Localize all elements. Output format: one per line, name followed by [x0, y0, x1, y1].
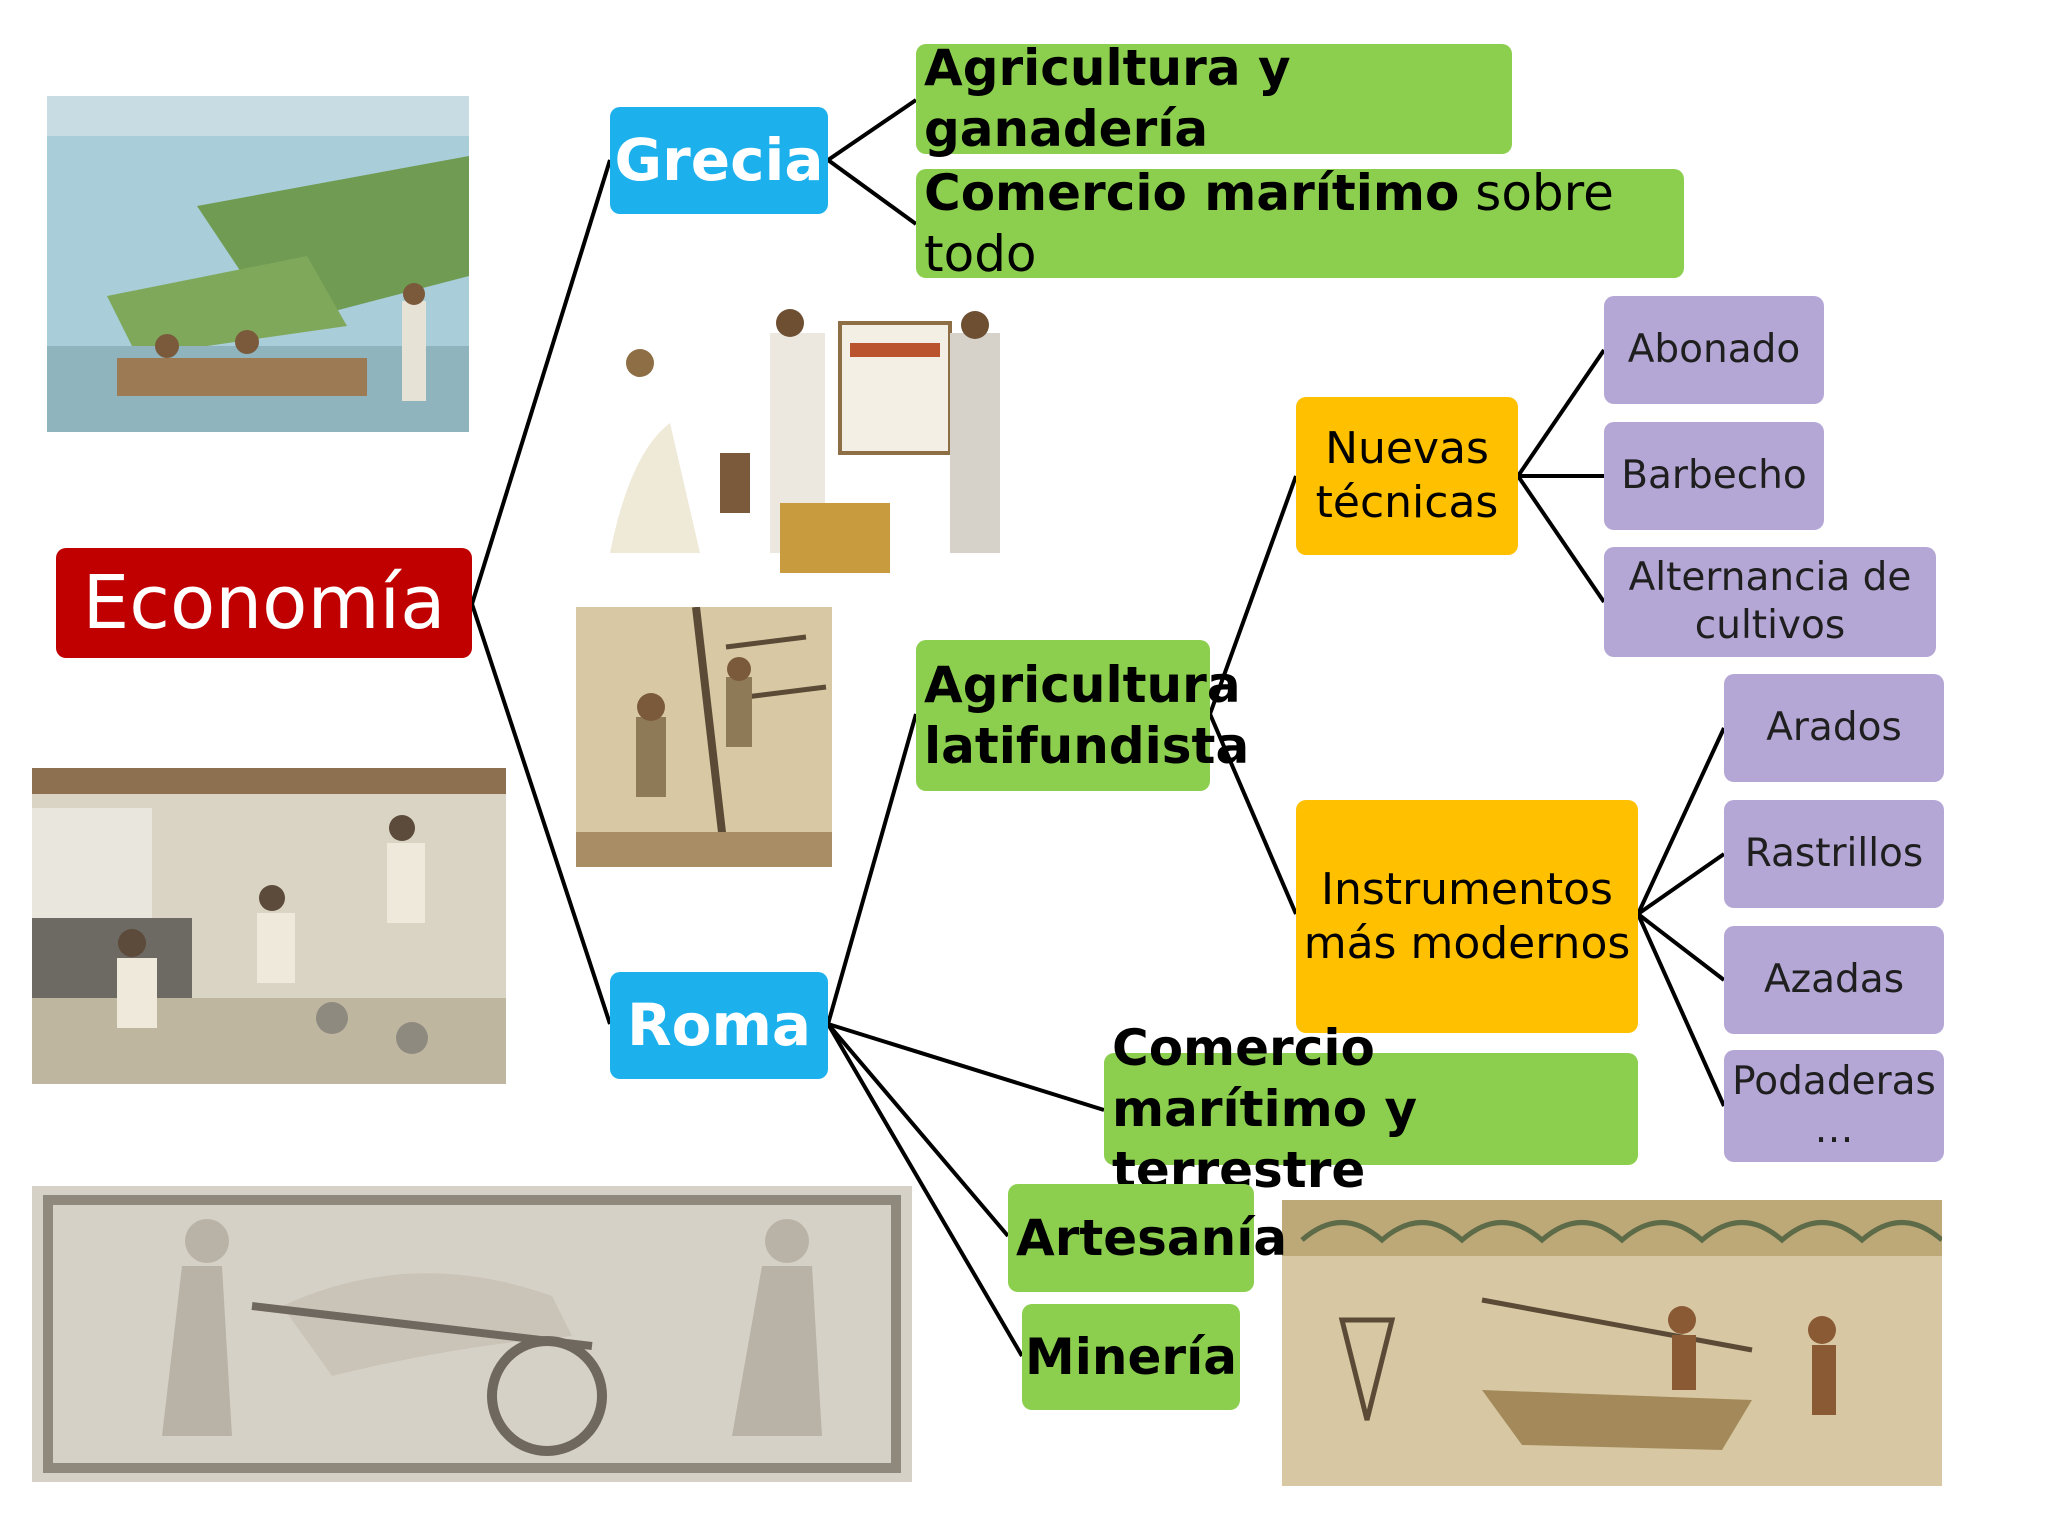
mineria-label: Minería [1025, 1327, 1237, 1386]
connector-grecia-comercio [826, 158, 918, 226]
olive-harvest-mosaic-art [576, 607, 832, 867]
connector-instrumentos-azadas [1636, 912, 1726, 982]
olive-harvest-mosaic-image [576, 607, 832, 867]
connector-instrumentos-rastrillos [1636, 852, 1726, 916]
nuevas-tecnicas-line2: técnicas [1315, 477, 1499, 528]
mineria-box: Minería [1022, 1304, 1240, 1410]
barbecho-box: Barbecho [1604, 422, 1824, 530]
agricultura-latifundista-line1: Agricultura [924, 655, 1241, 714]
connector-roma-agricultura [826, 713, 918, 1025]
artesania-label: Artesanía [1016, 1208, 1288, 1267]
alternancia-line1: Alternancia de [1628, 555, 1912, 601]
connector-instrumentos-arados [1636, 727, 1726, 915]
abonado-label: Abonado [1627, 327, 1801, 373]
chinampas-painting-image [47, 96, 469, 432]
connector-agricultura-instrumentos [1208, 713, 1298, 915]
agricultura-latifundista-box: Agricultura latifundista [916, 640, 1249, 791]
nuevas-tecnicas-box: Nuevas técnicas [1296, 397, 1518, 555]
grecia-comercio-text: Comercio marítimo [924, 163, 1460, 222]
azadas-box: Azadas [1724, 926, 1944, 1034]
connector-economia-grecia [470, 159, 612, 605]
instrumentos-line1: Instrumentos [1321, 863, 1613, 915]
grecia-agricultura-text: Agricultura y ganadería [924, 39, 1291, 158]
grecia-agricultura-label: Agricultura y ganadería [924, 38, 1512, 160]
agricultura-latifundista-line2: latifundista [924, 716, 1250, 775]
workers-village-painting-image [32, 768, 506, 1084]
grecia-box: Grecia [610, 107, 828, 214]
ship-mosaic-art [1282, 1200, 1942, 1486]
economia-label: Economía [82, 559, 446, 646]
nuevas-tecnicas-label: Nuevas técnicas [1316, 422, 1499, 529]
alternancia-box: Alternancia de cultivos [1604, 547, 1936, 657]
connector-tecnicas-alternancia [1516, 474, 1606, 604]
comercio-maritimo-terrestre-box: Comercio marítimo y terrestre [1104, 1019, 1638, 1199]
podaderas-line2: … [1814, 1107, 1854, 1152]
grecia-agricultura-box: Agricultura y ganadería [916, 39, 1512, 158]
connector-instrumentos-podaderas [1636, 913, 1726, 1107]
connector-grecia-agricultura [826, 98, 918, 162]
podaderas-label: Podaderas … [1732, 1058, 1936, 1153]
alternancia-line2: cultivos [1694, 603, 1846, 648]
azadas-label: Azadas [1763, 957, 1905, 1003]
connector-economia-roma [470, 603, 612, 1025]
rastrillos-label: Rastrillos [1744, 831, 1924, 877]
economia-root-box: Economía [56, 548, 472, 658]
grecia-comercio-rest: sobre todo [924, 163, 1614, 283]
plough-relief-image [32, 1186, 912, 1482]
ship-mosaic-image [1282, 1200, 1942, 1486]
connector-roma-artesania [826, 1022, 1010, 1238]
podaderas-box: Podaderas … [1724, 1050, 1944, 1162]
comercio-maritimo-terrestre-line1: Comercio marítimo y [1112, 1018, 1418, 1138]
plough-relief-art [32, 1186, 912, 1482]
connector-tecnicas-abonado [1516, 348, 1606, 478]
instrumentos-label: Instrumentos más modernos [1304, 863, 1631, 970]
workers-village-painting-art [32, 768, 506, 1084]
instrumentos-line2: más modernos [1303, 917, 1631, 969]
chinampas-painting-art [47, 96, 469, 432]
grecia-comercio-box: Comercio marítimo sobre todo [916, 164, 1684, 283]
comercio-maritimo-terrestre-label: Comercio marítimo y terrestre [1112, 1018, 1638, 1201]
connector-agricultura-tecnicas [1208, 475, 1298, 715]
connector-roma-mineria [826, 1022, 1024, 1358]
connector-roma-comercio [827, 1022, 1105, 1112]
grecia-comercio-label: Comercio marítimo sobre todo [924, 163, 1684, 285]
barbecho-label: Barbecho [1621, 453, 1807, 499]
nuevas-tecnicas-line1: Nuevas [1325, 423, 1489, 475]
rastrillos-box: Rastrillos [1724, 800, 1944, 908]
greek-women-weaving-image [590, 303, 1010, 587]
alternancia-label: Alternancia de cultivos [1629, 554, 1912, 649]
artesania-box: Artesanía [1008, 1184, 1287, 1292]
abonado-box: Abonado [1604, 296, 1824, 404]
roma-label: Roma [626, 991, 812, 1060]
agricultura-latifundista-label: Agricultura latifundista [924, 655, 1249, 777]
instrumentos-box: Instrumentos más modernos [1296, 800, 1638, 1033]
grecia-label: Grecia [614, 126, 824, 195]
roma-box: Roma [610, 972, 828, 1079]
greek-women-weaving-art [590, 303, 1010, 587]
arados-label: Arados [1766, 705, 1902, 751]
podaderas-line1: Podaderas [1732, 1059, 1936, 1105]
arados-box: Arados [1724, 674, 1944, 782]
